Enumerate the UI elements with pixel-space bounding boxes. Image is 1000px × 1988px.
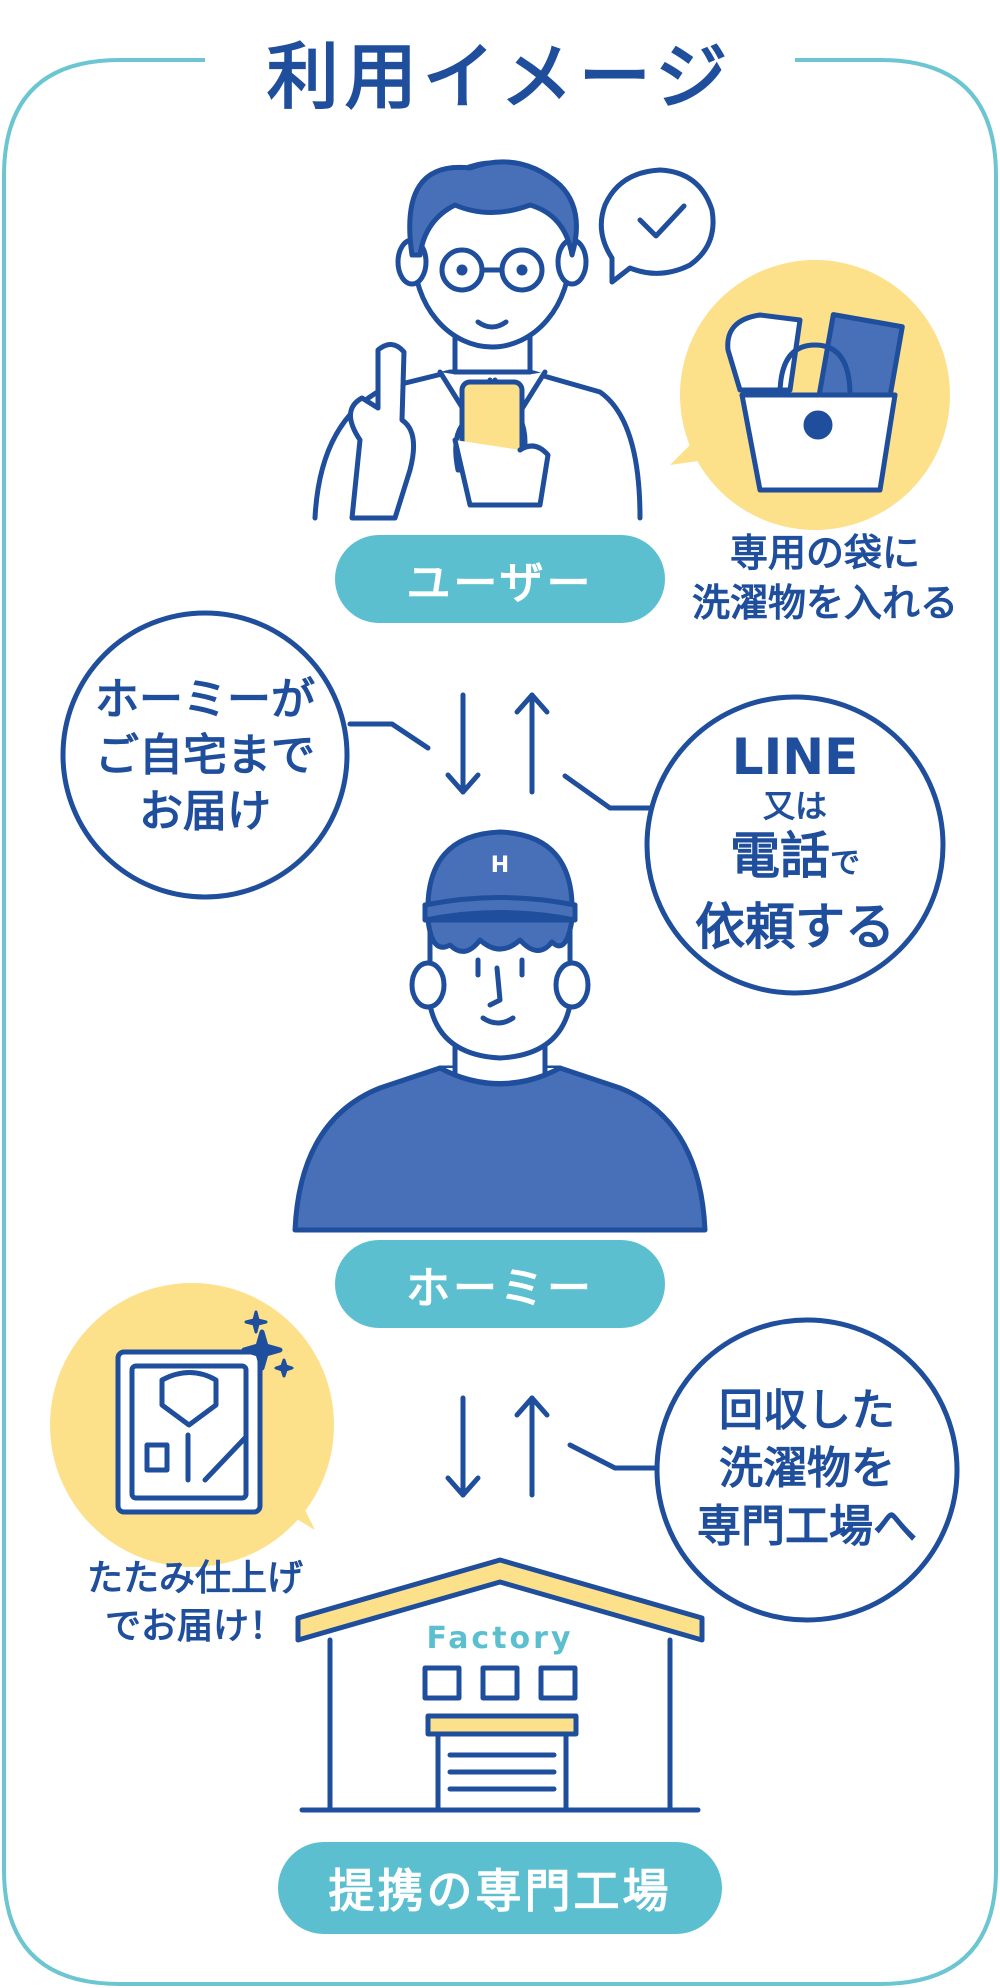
factory-sign: Factory	[426, 1621, 573, 1656]
folded-shirt-illustration	[50, 1283, 334, 1567]
delivery-line3: お届け	[139, 786, 271, 837]
outer-frame	[2, 58, 998, 1986]
delivery-line1: ホーミーが	[95, 674, 315, 725]
homie-label: ホーミー	[335, 1240, 665, 1328]
collect-line1: 回収した	[719, 1385, 895, 1436]
homie-illustration	[292, 829, 708, 1233]
page-title: 利用イメージ	[266, 35, 734, 119]
check-bubble	[598, 167, 716, 285]
folded-caption-line2: でお届け！	[104, 1606, 285, 1647]
request-line4: 依頼する	[695, 898, 895, 956]
collect-bubble-text: 回収した 洗濯物を 専門工場へ	[660, 1382, 954, 1556]
bag-caption-line2: 洗濯物を入れる	[691, 581, 958, 625]
delivery-bubble-text: ホーミーが ご自宅まで お届け	[63, 672, 347, 840]
request-bubble-text: LINE 又は 電話で 依頼する	[647, 728, 943, 960]
request-line1: LINE	[731, 728, 859, 786]
bag-illustration	[670, 260, 950, 530]
user-illustration	[312, 159, 643, 521]
factory-label: 提携の専門工場	[278, 1842, 722, 1934]
request-bubble	[644, 694, 946, 996]
request-line3a: 電話	[730, 827, 830, 885]
request-line3b: で	[830, 846, 860, 881]
factory-illustration	[295, 1557, 705, 1813]
collect-line3: 専門工場へ	[697, 1501, 917, 1552]
collect-bubble	[654, 1317, 960, 1623]
folded-caption: たたみ仕上げ でお届け！	[55, 1555, 335, 1651]
cap-logo: H	[491, 853, 509, 878]
bag-caption: 専用の袋に 洗濯物を入れる	[660, 528, 990, 628]
request-line2: 又は	[762, 787, 827, 825]
arrows-bottom	[445, 1395, 663, 1498]
arrows-top	[347, 692, 663, 811]
delivery-line2: ご自宅まで	[95, 730, 315, 781]
user-label: ユーザー	[335, 535, 665, 623]
bag-caption-line1: 専用の袋に	[729, 531, 920, 575]
request-line3: 電話で	[647, 826, 943, 894]
delivery-bubble	[60, 610, 350, 900]
collect-line2: 洗濯物を	[719, 1443, 895, 1494]
folded-caption-line1: たたみ仕上げ	[86, 1558, 303, 1599]
